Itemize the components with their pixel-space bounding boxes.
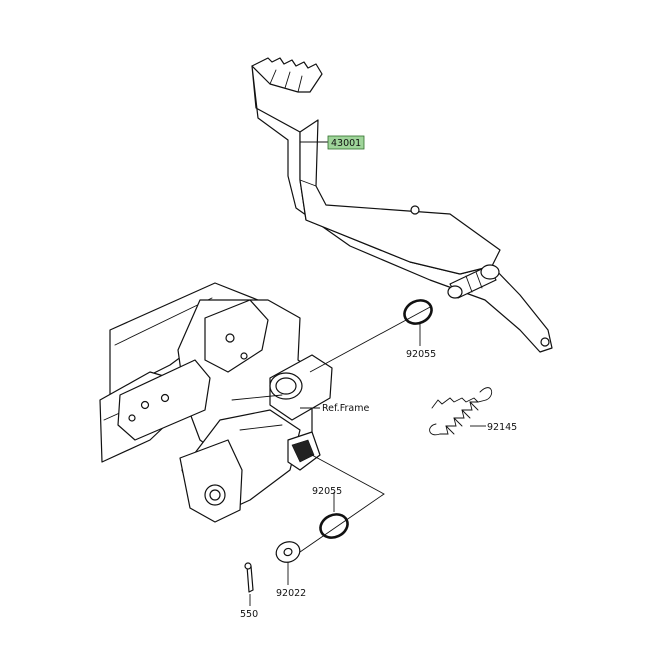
label-pedal[interactable]: 43001 xyxy=(331,138,361,149)
label-oring-upper[interactable]: 92055 xyxy=(406,349,436,360)
return-spring-part xyxy=(429,387,493,436)
washer-part xyxy=(275,541,301,563)
pedal-label-highlight xyxy=(327,135,365,150)
label-spring[interactable]: 92145 xyxy=(487,422,517,433)
cotter-pin-part xyxy=(244,562,254,593)
brake-pedal-part xyxy=(251,57,553,353)
label-oring-lower[interactable]: 92055 xyxy=(312,486,342,497)
frame-assembly xyxy=(99,282,333,523)
label-cotter-pin[interactable]: 550 xyxy=(240,609,258,620)
label-frame: Ref.Frame xyxy=(322,403,369,414)
leader-lines xyxy=(249,141,486,606)
oring-upper-part xyxy=(403,299,433,325)
label-washer[interactable]: 92022 xyxy=(276,588,306,599)
